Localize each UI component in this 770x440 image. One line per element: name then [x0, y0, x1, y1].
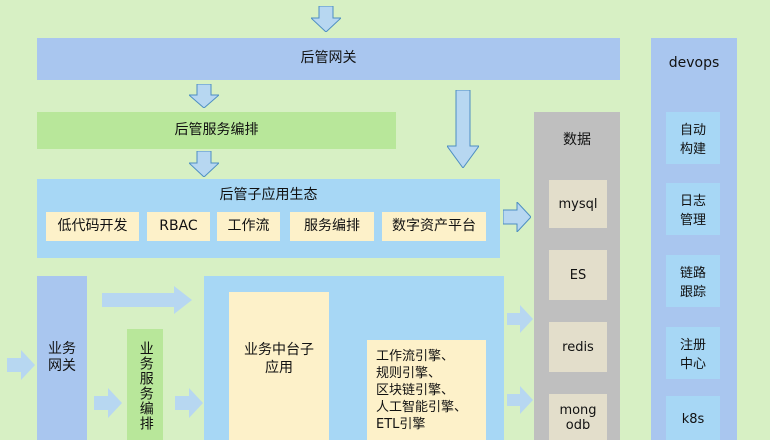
- ecosystem-item-service-orchestration: 服务编排: [290, 212, 374, 241]
- devops-column: devops 自动 构建 日志 管理 链路 跟踪 注册 中心 k8s: [651, 38, 737, 440]
- middle-platform-sub-app: 业务中台子 应用: [229, 292, 329, 440]
- data-item-mysql: mysql: [549, 180, 607, 228]
- ecosystem-item-lowcode: 低代码开发: [46, 212, 139, 241]
- biz-gateway-long-right-arrow: [102, 286, 192, 314]
- data-item-redis: redis: [549, 322, 607, 372]
- engines-list: 工作流引擎、 规则引擎、 区块链引擎、 人工智能引擎、 ETL引擎: [367, 340, 486, 440]
- ecosystem-to-data-arrow: [503, 202, 531, 232]
- data-title: 数据: [563, 132, 591, 148]
- devops-item-log-management: 日志 管理: [666, 183, 720, 235]
- top-input-arrow: [311, 6, 341, 32]
- data-item-es: ES: [549, 250, 607, 300]
- middle-to-data-arrow-2: [507, 386, 533, 414]
- gateway-long-down-arrow: [447, 90, 479, 168]
- ecosystem-item-rbac: RBAC: [147, 212, 210, 241]
- ecosystem-item-workflow: 工作流: [217, 212, 280, 241]
- ecosystem-item-digital-asset-platform: 数字资产平台: [382, 212, 486, 241]
- admin-gateway: 后管网关: [37, 38, 620, 80]
- devops-title: devops: [668, 55, 720, 71]
- business-service-orchestration: 业务服务编排: [127, 329, 163, 440]
- devops-item-auto-build: 自动 构建: [666, 112, 720, 164]
- admin-service-orchestration: 后管服务编排: [37, 112, 396, 149]
- admin-app-ecosystem: 后管子应用生态 低代码开发 RBAC 工作流 服务编排 数字资产平台: [37, 179, 500, 258]
- devops-item-tracing: 链路 跟踪: [666, 255, 720, 307]
- gateway-to-orchestration-arrow: [189, 84, 219, 108]
- ecosystem-title: 后管子应用生态: [219, 187, 318, 203]
- devops-item-registry: 注册 中心: [666, 327, 720, 379]
- data-column: 数据 mysql ES redis mong odb: [534, 112, 620, 440]
- orchestration-to-ecosystem-arrow: [189, 151, 219, 177]
- middle-to-data-arrow-1: [507, 305, 533, 333]
- biz-orchestration-to-middle-arrow: [175, 388, 203, 418]
- business-service-orchestration-label: 业务服务编排: [137, 341, 154, 431]
- data-item-mongodb: mong odb: [549, 394, 607, 440]
- business-gateway: 业务 网关: [37, 276, 87, 440]
- left-input-arrow: [7, 350, 35, 380]
- devops-item-k8s: k8s: [666, 396, 720, 440]
- biz-gateway-to-orchestration-arrow: [94, 388, 122, 418]
